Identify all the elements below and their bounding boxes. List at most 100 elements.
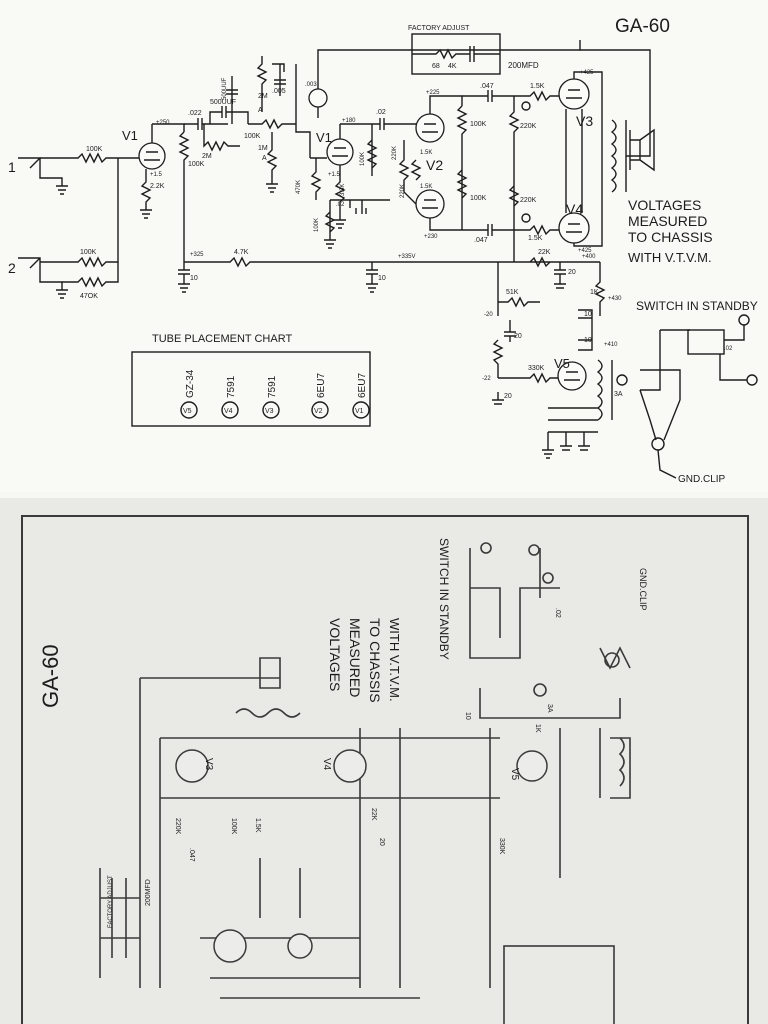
svg-text:WITH V.T.V.M.: WITH V.T.V.M. (387, 618, 402, 702)
r-100k-in2-label: 100K (80, 249, 97, 256)
plus-225-label: +225 (426, 90, 440, 96)
r-22k-label: 22K (538, 249, 551, 256)
svg-text:MEASURED: MEASURED (628, 213, 707, 229)
bottom-3a-label: 3A (546, 704, 553, 713)
svg-text:VOLTAGES: VOLTAGES (327, 618, 343, 691)
svg-text:V5: V5 (509, 768, 520, 781)
c-047-b-label: .047 (474, 237, 488, 244)
c-10-d-label: 10 (584, 337, 592, 344)
voltage-note: VOLTAGES MEASURED TO CHASSIS WITH V.T.V.… (628, 197, 713, 265)
r-100k-c-label: 100K (360, 152, 366, 166)
svg-text:7591: 7591 (267, 375, 278, 398)
bottom-1-5k-label: 1.5K (254, 818, 261, 833)
svg-text:GZ-34: GZ-34 (185, 369, 196, 398)
r-2-2k-label: 2.2K (150, 183, 165, 190)
input-jack-2: 2 (8, 257, 68, 299)
svg-text:2: 2 (8, 260, 16, 276)
bottom-switch-note: SWITCH IN STANDBY (437, 538, 451, 660)
svg-text:6EU7: 6EU7 (316, 373, 327, 398)
bottom-tube-v5: V5 (509, 750, 548, 782)
bottom-tube-v3: V3 (175, 749, 214, 783)
c-003-label: .003 (305, 82, 317, 88)
c-005-label: .005 (272, 88, 286, 95)
svg-text:V1: V1 (122, 128, 138, 143)
r-220k-d-label: 220K (520, 197, 537, 204)
bottom-20-label: 20 (378, 838, 385, 846)
c-047-a-label: .047 (480, 83, 494, 90)
fuse-3a-label: 3A (614, 391, 623, 398)
r-47k-in2-label: 47OK (80, 293, 98, 300)
r-330k-label: 330K (528, 365, 545, 372)
c-02-a-label: .02 (376, 109, 386, 116)
r-100k-b-label: 100K (244, 133, 261, 140)
plus-430-label: +430 (608, 296, 622, 302)
c-02-b-label: .02 (336, 202, 345, 208)
svg-text:V5: V5 (183, 408, 192, 415)
c-10-c-label: 10 (584, 311, 592, 318)
bottom-schematic-diagram: GA-60 VOLTAGES MEASURED TO CHASSIS WITH … (21, 515, 749, 1024)
svg-text:TO CHASSIS: TO CHASSIS (628, 229, 713, 245)
svg-text:6EU7: 6EU7 (357, 373, 368, 398)
svg-text:V5: V5 (554, 356, 570, 371)
svg-text:V3: V3 (265, 408, 274, 415)
bottom-tube-v1 (287, 933, 313, 959)
factory-adjust-label: FACTORY ADJUST (408, 25, 470, 32)
c-022-label: .022 (188, 110, 202, 117)
lbl-a-label: A (262, 155, 267, 162)
plus-425-a-label: +425 (580, 70, 594, 76)
svg-text:V4: V4 (566, 201, 583, 217)
tube-chart-entry: V2 6EU7 (311, 373, 329, 419)
tube-placement-chart: TUBE PLACEMENT CHART V5 GZ-34 V4 7591 V3… (131, 333, 371, 427)
bottom-gnd-clip: GND.CLIP (638, 568, 648, 611)
r-1m-label: 1M (258, 145, 268, 152)
svg-text:MEASURED: MEASURED (347, 618, 363, 697)
svg-text:V3: V3 (203, 758, 214, 771)
tube-v5: V5 (554, 356, 587, 391)
svg-text:VOLTAGES: VOLTAGES (628, 197, 701, 213)
bottom-047-label: .047 (188, 848, 195, 862)
pot-a-label: A (258, 107, 263, 114)
bottom-02-label: .02 (554, 608, 561, 618)
plus-230-label: +230 (424, 234, 438, 240)
c-20-b-label: 20 (514, 333, 522, 340)
svg-text:V2: V2 (314, 408, 323, 415)
minus-22-label: -22 (482, 376, 491, 382)
bottom-schematic-panel: GA-60 VOLTAGES MEASURED TO CHASSIS WITH … (0, 498, 768, 1024)
r-470k-label: 470K (296, 180, 302, 194)
bottom-200mfd-label: 200MFD (145, 879, 152, 906)
c-68-label: 68 (432, 63, 440, 70)
tube-v1: V1 (122, 124, 166, 170)
bottom-100k-label: 100K (230, 818, 237, 835)
r-220k-a-label: 220K (392, 146, 398, 160)
svg-text:V1: V1 (355, 408, 364, 415)
tube-v4: V4 (558, 201, 590, 244)
svg-text:V4: V4 (224, 408, 233, 415)
c-20-a-label: 20 (568, 269, 576, 276)
top-schematic-diagram: GA-60 1 2 100K 100K 47OK V1 +250 +1.5 2.… (8, 16, 758, 485)
svg-text:1: 1 (8, 159, 16, 175)
r-1-5k-d-label: 1.5K (528, 235, 543, 242)
bottom-10-label: 10 (464, 712, 471, 720)
bottom-330k-label: 330K (498, 838, 505, 855)
bottom-22k-label: 22K (370, 808, 377, 821)
svg-text:V1: V1 (316, 130, 332, 145)
r-100k-e-label: 100K (470, 121, 487, 128)
r-4-7k-label: 4.7K (234, 249, 249, 256)
bottom-tube-v4: V4 (321, 749, 367, 783)
r-51k-label: 51K (506, 289, 519, 296)
plus-335-label: +335V (398, 254, 416, 260)
bottom-1k-label: 1K (534, 724, 541, 733)
gain-pot (308, 88, 328, 108)
r-1k-label: 1K (590, 289, 599, 296)
gnd-clip-label: GND.CLIP (678, 474, 726, 485)
c-02-sw-label: .02 (724, 346, 733, 352)
c-500uuf-b-label: 500UUF (222, 77, 228, 100)
svg-text:V2: V2 (426, 157, 443, 173)
plus-400-label: +400 (582, 254, 596, 260)
v1-cathode-voltage: +1.5 (150, 172, 163, 178)
svg-text:TO CHASSIS: TO CHASSIS (367, 618, 383, 703)
tube-chart-entry: V5 GZ-34 (180, 369, 198, 419)
tube-v2: V2 (415, 113, 445, 219)
tube-v1b: V1 (316, 124, 354, 166)
r-1-5k-a-label: 1.5K (420, 150, 432, 156)
